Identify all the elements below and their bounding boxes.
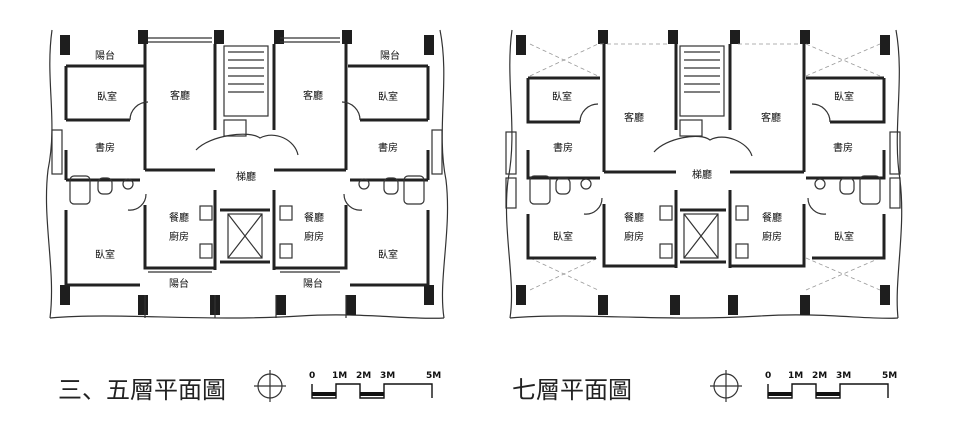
left-bedroom-bottom-left-label: 臥室: [95, 248, 115, 261]
right-plan-terraces: [529, 43, 881, 291]
left-balcony-bottom-left-label: 陽台: [169, 277, 189, 290]
left-dining-left-label: 餐廳: [169, 211, 189, 224]
left-plan-boundary-left: [45, 29, 53, 319]
left-kitchen-left-label: 廚房: [169, 230, 189, 243]
right-kitchen-left-label: 廚房: [624, 230, 644, 243]
right-plan-title: 七層平面圖: [512, 376, 632, 404]
left-scale-label-2m: 2M: [356, 371, 371, 381]
right-scale-label-5m: 5M: [882, 371, 897, 381]
left-balcony-top-left-label: 陽台: [95, 49, 115, 62]
right-bedroom-top-left-label: 臥室: [552, 90, 572, 103]
left-scale-label-3m: 3M: [380, 371, 395, 381]
left-north-arrow-icon: [254, 370, 286, 402]
left-study-left-label: 書房: [95, 141, 115, 154]
left-plan-stair-elevator: [223, 45, 269, 259]
left-stair-hall-label: 梯廳: [236, 170, 256, 183]
right-bedroom-bottom-left-label: 臥室: [553, 230, 573, 243]
left-plan-boundary-right: [439, 29, 449, 319]
left-living-right-label: 客廳: [303, 89, 323, 102]
right-floor-plan: 臥室 臥室 客廳 客廳 書房 書房 梯廳 餐廳 餐廳 廚房 廚房 臥室 臥室: [505, 29, 903, 319]
left-bedroom-bottom-right-label: 臥室: [378, 248, 398, 261]
right-kitchen-right-label: 廚房: [762, 230, 782, 243]
left-plan-doors: [127, 101, 363, 211]
right-scale-label-0: 0: [765, 371, 771, 381]
left-scale-bar: 0 1M 2M 3M 5M: [309, 371, 441, 399]
right-scale-label-2m: 2M: [812, 371, 827, 381]
left-scale-label-1m: 1M: [332, 371, 347, 381]
right-stair-hall-label: 梯廳: [692, 168, 712, 181]
right-scale-label-1m: 1M: [788, 371, 803, 381]
right-plan-windows: [505, 131, 901, 209]
right-living-right-label: 客廳: [761, 111, 781, 124]
right-plan-boundary-left: [505, 29, 513, 319]
left-plan-boundary-bottom: [49, 314, 445, 319]
right-study-left-label: 書房: [553, 141, 573, 154]
left-plan-fixtures: [69, 175, 425, 259]
right-bedroom-bottom-right-label: 臥室: [834, 230, 854, 243]
left-balcony-top-right-label: 陽台: [380, 49, 400, 62]
right-dining-left-label: 餐廳: [624, 211, 644, 224]
right-living-left-label: 客廳: [624, 111, 644, 124]
left-dining-right-label: 餐廳: [304, 211, 324, 224]
left-kitchen-right-label: 廚房: [304, 230, 324, 243]
right-plan-boundary-bottom: [509, 314, 899, 319]
right-plan-fixtures: [529, 175, 881, 259]
left-balcony-bottom-right-label: 陽台: [303, 277, 323, 290]
left-plan-windows: [51, 37, 443, 273]
right-bedroom-top-right-label: 臥室: [834, 90, 854, 103]
right-plan-doors: [579, 103, 831, 215]
right-study-right-label: 書房: [833, 141, 853, 154]
left-study-right-label: 書房: [378, 141, 398, 154]
left-floor-plan: 陽台 陽台 臥室 臥室 客廳 客廳 書房 書房 梯廳 餐廳 餐廳 廚房 廚房 臥…: [45, 29, 449, 319]
left-living-left-label: 客廳: [170, 89, 190, 102]
left-plan-walls: [64, 44, 430, 318]
right-plan-walls: [526, 44, 886, 268]
right-north-arrow-icon: [710, 370, 742, 402]
right-dining-right-label: 餐廳: [762, 211, 782, 224]
right-plan-stair-elevator: [679, 45, 725, 259]
right-scale-bar: 0 1M 2M 3M 5M: [765, 371, 897, 399]
right-plan-columns: [516, 30, 890, 315]
left-bedroom-top-left-label: 臥室: [97, 90, 117, 103]
left-scale-label-0: 0: [309, 371, 315, 381]
left-bedroom-top-right-label: 臥室: [378, 90, 398, 103]
left-plan-title: 三、五層平面圖: [58, 376, 226, 404]
right-scale-label-3m: 3M: [836, 371, 851, 381]
left-scale-label-5m: 5M: [426, 371, 441, 381]
